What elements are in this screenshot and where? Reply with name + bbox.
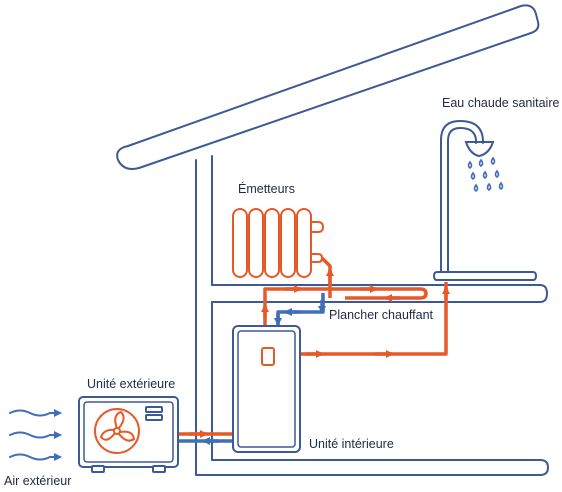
airflow-arrows xyxy=(9,409,62,461)
roof xyxy=(116,4,540,170)
emitters-label: Émetteurs xyxy=(238,181,295,196)
indoor-unit-label: Unité intérieure xyxy=(309,437,394,451)
indoor-unit xyxy=(232,325,301,453)
left-wall-outer xyxy=(195,159,541,476)
house-structure xyxy=(116,4,549,476)
floor-top xyxy=(211,284,548,303)
hot-arrows xyxy=(190,268,450,438)
outdoor-unit xyxy=(78,396,179,473)
bottom-right-cap xyxy=(539,459,549,476)
fan-icon xyxy=(94,408,140,454)
outdoor-unit-label: Unité extérieure xyxy=(87,377,175,391)
hot-water-label: Eau chaude sanitaire xyxy=(442,96,559,110)
lower-wall-inner xyxy=(211,301,541,461)
shower xyxy=(432,119,538,281)
outdoor-air-label: Air extérieur xyxy=(4,474,71,488)
cold-arrows xyxy=(202,300,326,445)
radiator xyxy=(232,208,325,278)
floor-heating-label: Plancher chauffant xyxy=(329,308,434,322)
water-drops xyxy=(467,156,504,192)
